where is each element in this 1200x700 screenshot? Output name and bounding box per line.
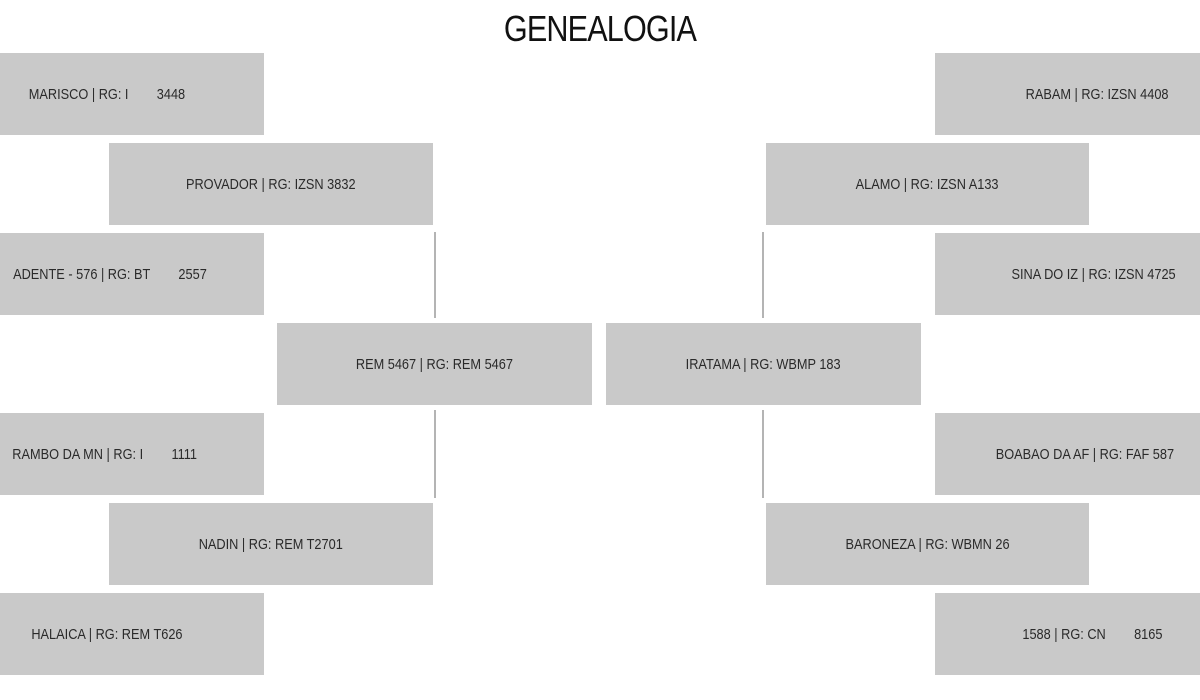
node-dam-sire: ALAMO | RG: IZSN A133 [766, 143, 1089, 225]
node-sire-dam: NADIN | RG: REM T2701 [109, 503, 433, 585]
node-sire-dam-sire: RAMBO DA MN | RG: I 1111 [0, 413, 264, 495]
node-sire-dam-dam: HALAICA | RG: REM T626 [0, 593, 264, 675]
node-dam-dam: BARONEZA | RG: WBMN 26 [766, 503, 1089, 585]
node-dam-dam-dam: 1588 | RG: CN 8165 [935, 593, 1200, 675]
page-title: GENEALOGIA [503, 8, 697, 49]
node-dam-sire-dam: SINA DO IZ | RG: IZSN 4725 [935, 233, 1200, 315]
node-sire-sire: PROVADOR | RG: IZSN 3832 [109, 143, 433, 225]
node-dam-dam-sire: BOABAO DA AF | RG: FAF 587 [935, 413, 1200, 495]
node-dam: IRATAMA | RG: WBMP 183 [606, 323, 921, 405]
node-sire-sire-sire: MARISCO | RG: I 3448 [0, 53, 264, 135]
node-sire: REM 5467 | RG: REM 5467 [277, 323, 592, 405]
node-dam-sire-sire: RABAM | RG: IZSN 4408 [935, 53, 1200, 135]
node-sire-sire-dam: ADENTE - 576 | RG: BT 2557 [0, 233, 264, 315]
